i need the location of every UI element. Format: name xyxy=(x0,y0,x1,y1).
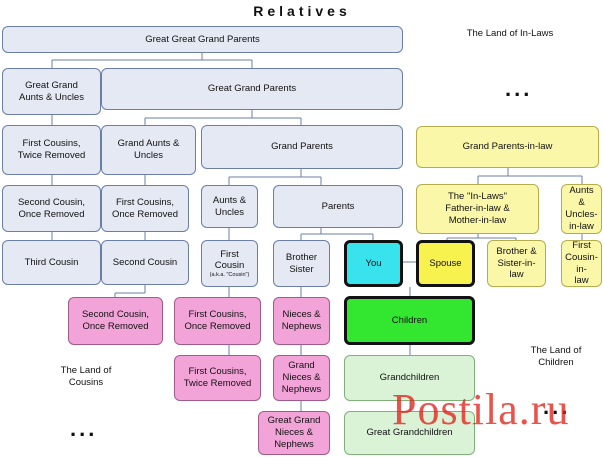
node-the-in-laws: The "In-Laws"Father-in-law &Mother-in-la… xyxy=(416,184,539,234)
node-spouse: Spouse xyxy=(416,240,475,287)
node-aunts-uncles-in-law: Aunts &Uncles-in-law xyxy=(561,184,602,234)
node-great-grand-parents: Great Grand Parents xyxy=(101,68,403,110)
node-first-cousins-twice-removed-descendant: First Cousins,Twice Removed xyxy=(174,355,261,401)
node-third-cousin: Third Cousin xyxy=(2,240,101,285)
node-first-cousins-twice-removed: First Cousins,Twice Removed xyxy=(2,125,101,175)
node-aunts-uncles: Aunts &Uncles xyxy=(201,185,258,228)
node-nieces-nephews: Nieces &Nephews xyxy=(273,297,330,345)
land-of-cousins-label: The Land of Cousins xyxy=(60,365,112,388)
land-of-in-laws-label: The Land of In-Laws xyxy=(466,28,554,39)
node-grand-parents-in-law: Grand Parents-in-law xyxy=(416,126,599,168)
node-grand-parents: Grand Parents xyxy=(201,125,403,169)
node-grandchildren: Grandchildren xyxy=(344,355,475,401)
cousins-ellipsis: ... xyxy=(70,416,98,441)
node-second-cousin-once-removed: Second Cousin,Once Removed xyxy=(2,185,101,232)
node-first-cousins-once-removed-descendant: First Cousins,Once Removed xyxy=(174,297,261,345)
node-great-great-grand-parents: Great Great Grand Parents xyxy=(2,26,403,53)
node-second-cousin: Second Cousin xyxy=(101,240,189,285)
page-title: Relatives xyxy=(253,3,351,19)
land-of-children-label: The Land of Children xyxy=(530,345,582,368)
in-laws-ellipsis: ... xyxy=(505,76,533,101)
node-great-grandchildren: Great Grandchildren xyxy=(344,411,475,455)
node-brother-sister-in-law: Brother &Sister-in-law xyxy=(487,240,546,287)
node-parents: Parents xyxy=(273,185,403,228)
node-children: Children xyxy=(344,296,475,345)
node-second-cousin-once-removed-descendant: Second Cousin,Once Removed xyxy=(68,297,163,345)
node-grand-aunts-uncles: Grand Aunts &Uncles xyxy=(101,125,196,175)
children-ellipsis: ... xyxy=(543,394,571,419)
node-first-cousins-once-removed: First Cousins,Once Removed xyxy=(101,185,189,232)
postila-watermark: Postila.ru xyxy=(392,385,570,434)
node-you: You xyxy=(344,240,403,287)
